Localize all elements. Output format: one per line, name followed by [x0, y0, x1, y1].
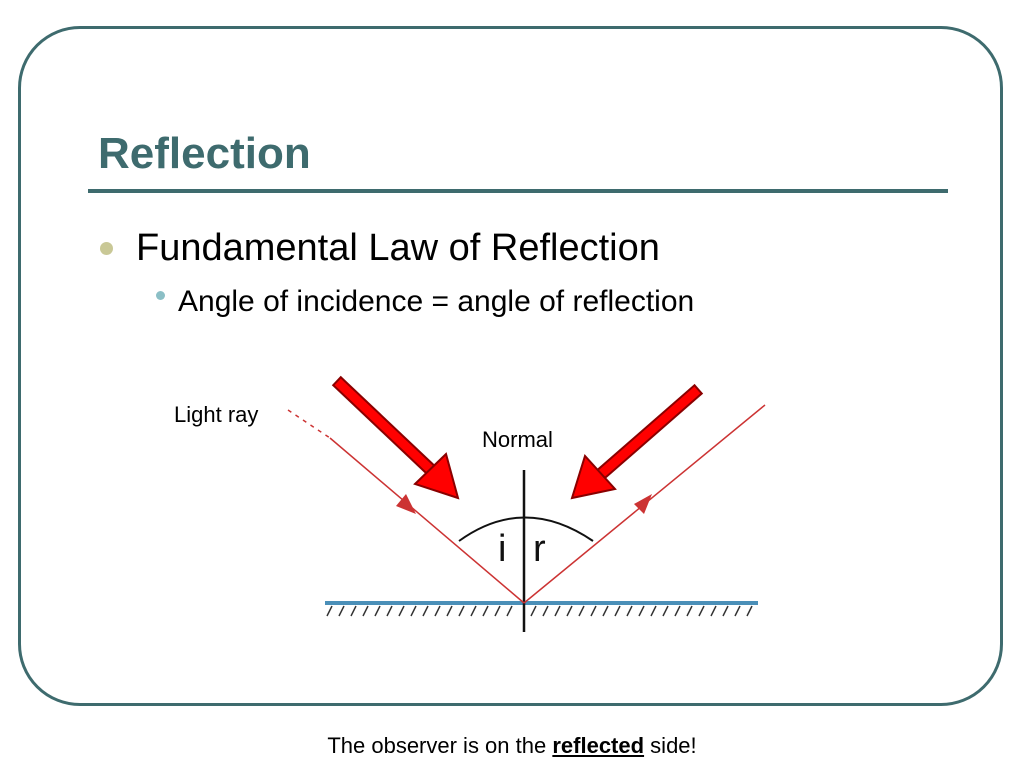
bullet-level-1: Fundamental Law of Reflection [100, 226, 660, 270]
sub-bullet-dot-icon [156, 290, 165, 300]
right-pointer-arrow [570, 383, 704, 500]
left-pointer-arrow [331, 375, 460, 500]
slide-frame [18, 26, 1003, 706]
caption: The observer is on the reflected side! [0, 733, 1024, 759]
incident-ray [329, 437, 525, 604]
caption-before: The observer is on the [327, 733, 553, 758]
title-divider [88, 189, 948, 193]
bullet-dot-icon [100, 241, 113, 255]
incident-ray-dashed [287, 409, 331, 439]
normal-label: Normal [482, 427, 553, 452]
bullet-level-2: Angle of incidence = angle of reflection [156, 284, 694, 320]
bullet-level-2-text: Angle of incidence = angle of reflection [178, 285, 695, 318]
caption-after: side! [644, 733, 697, 758]
reflection-angle-label: r [533, 528, 546, 570]
reflected-ray-arrowhead [634, 494, 652, 514]
slide-title: Reflection [98, 129, 311, 178]
incidence-angle-label: i [498, 528, 506, 570]
incident-ray-arrowhead [396, 494, 416, 514]
light-ray-label: Light ray [174, 402, 259, 427]
angle-arc [458, 516, 594, 542]
caption-emphasis: reflected [552, 733, 645, 758]
bullet-level-1-text: Fundamental Law of Reflection [136, 227, 660, 269]
mirror-hatching [326, 605, 753, 617]
